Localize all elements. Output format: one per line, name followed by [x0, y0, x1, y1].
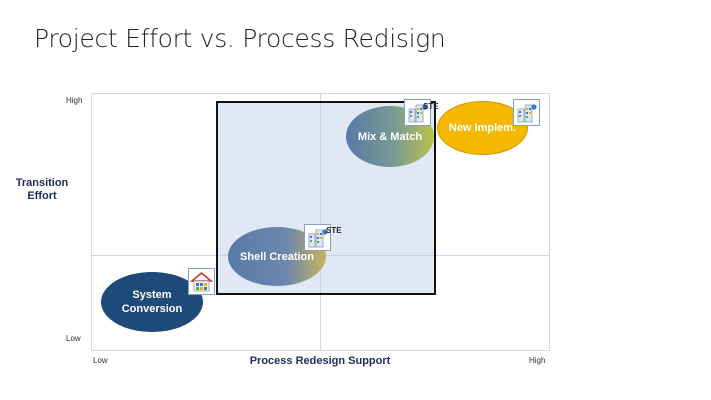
building-icon — [304, 224, 331, 251]
ste-badge: STE — [326, 226, 342, 235]
ste-badge: STE — [423, 102, 439, 111]
system-conversion-label: System Conversion — [121, 289, 183, 315]
x-axis-low-label: Low — [93, 356, 108, 365]
shell-creation-label: Shell Creation — [240, 250, 314, 263]
x-axis-high-label: High — [529, 356, 546, 365]
system-conversion-bubble: System Conversion — [101, 272, 203, 332]
x-axis-title: Process Redesign Support — [249, 355, 391, 367]
new-implementation-label: New Implem. — [448, 122, 517, 134]
building-icon — [513, 99, 540, 126]
new-implementation-bubble: New Implem. — [437, 101, 528, 155]
slide-title: Project Effort vs. Process Redisign — [34, 24, 446, 53]
y-axis-low-label: Low — [66, 334, 81, 343]
mix-and-match-label: Mix & Match — [357, 130, 423, 143]
mix-and-match-bubble: Mix & Match — [346, 106, 434, 167]
y-axis-title: Transition Effort — [15, 177, 69, 202]
building-icon — [404, 99, 431, 126]
house-icon — [188, 268, 215, 295]
y-axis-high-label: High — [66, 96, 83, 105]
